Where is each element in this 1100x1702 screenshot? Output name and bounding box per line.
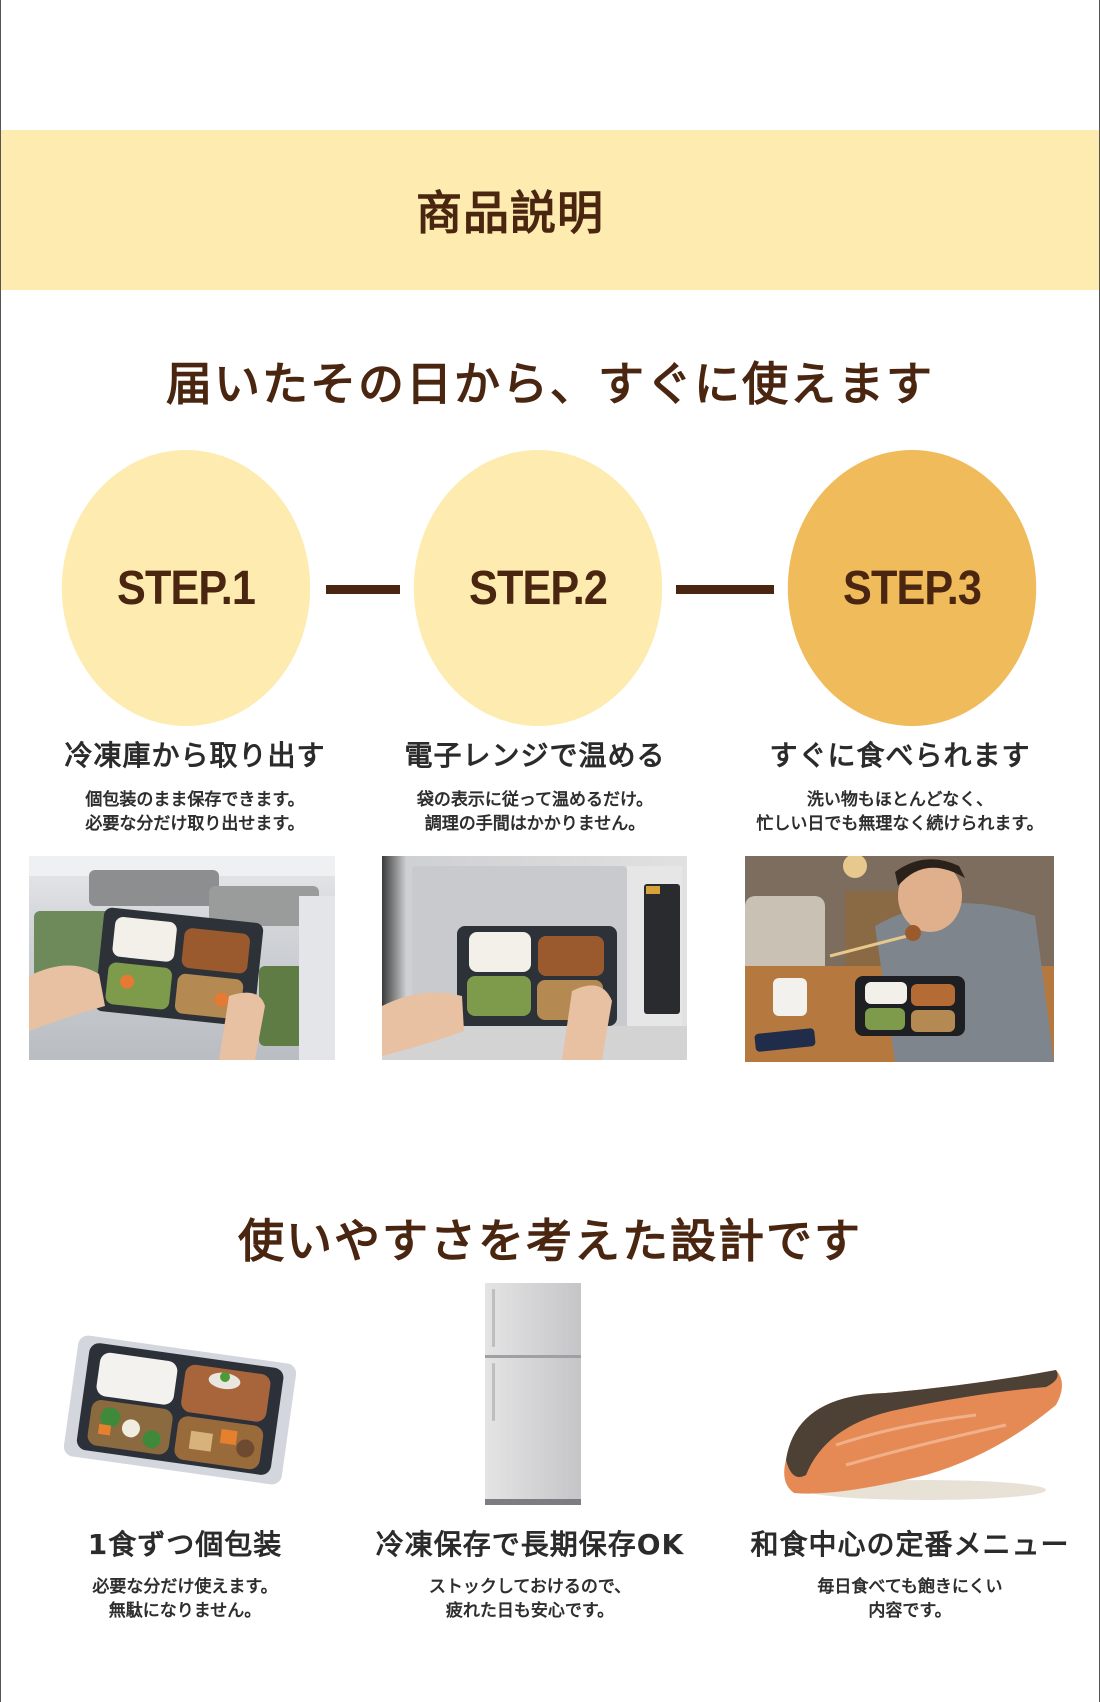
feature-3-title: 和食中心の定番メニュー [750, 1528, 1070, 1561]
feature-1-block: 1食ずつ個包装 必要な分だけ使えます。 無駄になりません。 [40, 1525, 330, 1623]
man-eating-meal-photo [745, 856, 1054, 1062]
feature-1-description: 必要な分だけ使えます。 無駄になりません。 [40, 1575, 330, 1623]
feature-2-desc-line2: 疲れた日も安心です。 [445, 1601, 615, 1621]
feature-3-desc-line2: 内容です。 [868, 1601, 952, 1621]
step-1-badge: STEP.1 [61, 450, 311, 726]
step-3-description: 洗い物もほとんどなく、 忙しい日でも無理なく続けられます。 [730, 788, 1070, 836]
step-connector-1-2 [326, 585, 400, 594]
step-3-block: すぐに食べられます 洗い物もほとんどなく、 忙しい日でも無理なく続けられます。 [730, 736, 1070, 836]
step-3-desc-line2: 忙しい日でも無理なく続けられます。 [756, 814, 1044, 834]
step-1-desc-line1: 個包装のまま保存できます。 [85, 790, 305, 810]
feature-2-description: ストックしておけるので、 疲れた日も安心です。 [360, 1575, 700, 1623]
step-1-block: 冷凍庫から取り出す 個包装のまま保存できます。 必要な分だけ取り出せます。 [30, 736, 360, 836]
features-heading: 使いやすさを考えた設計です [238, 1214, 862, 1268]
feature-3-block: 和食中心の定番メニュー 毎日食べても飽きにくい 内容です。 [740, 1525, 1080, 1623]
step-1-desc-line2: 必要な分だけ取り出せます。 [85, 814, 305, 834]
step-connector-2-3 [676, 585, 774, 594]
section-banner: 商品説明 [1, 130, 1099, 290]
step-3-desc-line1: 洗い物もほとんどなく、 [806, 790, 994, 810]
banner-title: 商品説明 [416, 186, 604, 240]
refrigerator-image [484, 1283, 582, 1505]
feature-3-description: 毎日食べても飽きにくい 内容です。 [740, 1575, 1080, 1623]
step-2-desc-line1: 袋の表示に従って温めるだけ。 [416, 790, 654, 810]
packaged-meal-tray-image [60, 1335, 300, 1485]
step-1-title: 冷凍庫から取り出す [64, 739, 326, 772]
steps-heading: 届いたその日から、すぐに使えます [166, 357, 934, 411]
step-2-block: 電子レンジで温める 袋の表示に従って温めるだけ。 調理の手間はかかりません。 [370, 736, 700, 836]
step-2-description: 袋の表示に従って温めるだけ。 調理の手間はかかりません。 [370, 788, 700, 836]
freezer-drawer-meal-tray-photo [29, 856, 335, 1060]
step-3-title: すぐに食べられます [769, 739, 1031, 772]
grilled-salmon-image [776, 1365, 1066, 1505]
step-2-badge: STEP.2 [413, 450, 663, 726]
feature-1-title: 1食ずつ個包装 [87, 1528, 283, 1561]
feature-2-title: 冷凍保存で長期保存OK [375, 1528, 685, 1561]
step-2-title: 電子レンジで温める [404, 739, 666, 772]
feature-1-desc-line1: 必要な分だけ使えます。 [92, 1577, 278, 1597]
feature-2-block: 冷凍保存で長期保存OK ストックしておけるので、 疲れた日も安心です。 [360, 1525, 700, 1623]
step-2-desc-line2: 調理の手間はかかりません。 [424, 814, 646, 834]
microwave-meal-tray-photo [382, 856, 687, 1060]
feature-1-desc-line2: 無駄になりません。 [108, 1601, 262, 1621]
feature-2-desc-line1: ストックしておけるので、 [428, 1577, 632, 1597]
step-3-badge: STEP.3 [787, 450, 1037, 726]
step-1-description: 個包装のまま保存できます。 必要な分だけ取り出せます。 [30, 788, 360, 836]
feature-3-desc-line1: 毎日食べても飽きにくい [817, 1577, 1003, 1597]
